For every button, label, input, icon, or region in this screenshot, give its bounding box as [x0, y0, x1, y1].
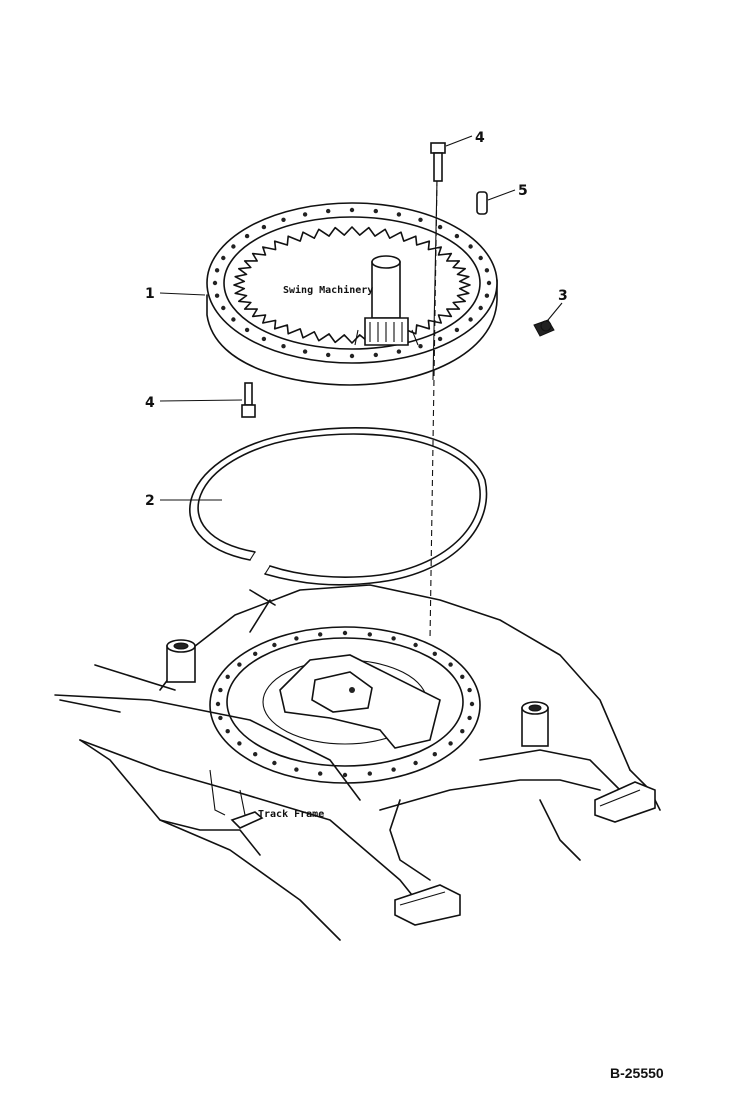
bolt-hole [272, 642, 277, 648]
bolt-hole [349, 207, 355, 213]
frame-post-left [166, 639, 196, 683]
track-frame [54, 584, 661, 941]
callout-4-top: 4 [475, 130, 485, 146]
bolt-hole [432, 651, 437, 656]
bolt-hole [484, 293, 490, 298]
bolt-hole [221, 305, 226, 311]
bolt-hole [437, 224, 443, 230]
bolt-hole [237, 741, 242, 746]
bolt-hole [468, 317, 473, 322]
bolt-hole [373, 208, 378, 214]
bolt-hole [468, 244, 473, 249]
bolt-hole [244, 233, 250, 239]
bolt-hole [281, 344, 286, 349]
bolt-hole [326, 352, 331, 358]
frame-post-right [521, 701, 549, 747]
bolt-hole [373, 352, 378, 358]
bolt-hole [231, 244, 236, 249]
bolt-hole [272, 760, 277, 766]
callout-1: 1 [145, 286, 155, 302]
bolt-hole [460, 674, 465, 679]
bolt-hole [437, 336, 443, 342]
bolt-hole [396, 212, 402, 217]
swing-machinery-pinion [354, 255, 419, 346]
bolt-hole [218, 687, 223, 693]
bolt-hole [413, 760, 418, 766]
bolt-hole [478, 305, 483, 311]
bolt-hole [261, 224, 267, 230]
seal-ring [189, 426, 488, 586]
bolt-hole [253, 752, 258, 757]
bolt-hole [391, 767, 396, 772]
bolt-hole [413, 642, 418, 648]
bolt-hole [302, 212, 308, 217]
bolt-hole [231, 317, 236, 322]
bolt-hole [484, 268, 490, 273]
bolt-hole [367, 632, 372, 637]
bolt-hole [391, 636, 396, 641]
label-swing-machinery: Swing Machinery [283, 284, 373, 296]
bolt-hole [342, 772, 348, 778]
callout-2: 2 [145, 493, 155, 509]
bolt-hole [244, 327, 250, 333]
bolt-hole [294, 767, 299, 772]
bolt-hole [237, 662, 242, 667]
alignment-line [429, 179, 438, 641]
bolt-hole [225, 729, 230, 734]
callout-5: 5 [518, 183, 528, 199]
bolt-hole [281, 217, 286, 222]
bolt-hole [454, 233, 460, 239]
bolt-hole [318, 632, 323, 637]
bolt-hole [478, 255, 483, 261]
swing-circle [206, 202, 498, 386]
bolt-hole [302, 349, 308, 354]
callout-4-left: 4 [145, 395, 155, 411]
center-plate [279, 654, 441, 749]
bolt-hole [212, 280, 218, 286]
bolt-hole [253, 651, 258, 656]
bolt-hole [214, 293, 220, 298]
bolt-top [430, 142, 446, 182]
bolt-hole [467, 715, 472, 721]
bolt-hole [396, 349, 402, 354]
bolt-hole [221, 255, 226, 261]
bolt-left [241, 382, 256, 418]
bolt-hole [326, 208, 331, 214]
bolt-hole [460, 729, 465, 734]
bolt-hole [318, 771, 323, 776]
bolt-hole [432, 752, 437, 757]
bolt-hole [469, 701, 475, 707]
grease-fitting [533, 319, 555, 337]
bolt-hole [225, 674, 230, 679]
bolt-hole [467, 687, 472, 693]
bolt-hole [367, 771, 372, 776]
bolt-hole [218, 715, 223, 721]
bolt-hole [418, 344, 423, 349]
bolt-hole [261, 336, 267, 342]
bolt-hole [294, 636, 299, 641]
frame-mounting-ring [209, 626, 481, 784]
bolt-hole [342, 630, 348, 636]
bolt-hole [448, 662, 453, 667]
bolt-hole [448, 741, 453, 746]
label-track-frame: Track Frame [258, 809, 324, 820]
bolt-hole [214, 268, 220, 273]
bolt-hole [454, 327, 460, 333]
callout-3: 3 [558, 288, 568, 304]
reference-number: B-25550 [610, 1065, 664, 1081]
leader-lines [159, 135, 563, 501]
bolt-hole [418, 217, 423, 222]
dowel-pin [476, 191, 488, 215]
bolt-hole [486, 280, 492, 286]
bolt-hole [215, 701, 221, 707]
bolt-hole [349, 353, 355, 359]
